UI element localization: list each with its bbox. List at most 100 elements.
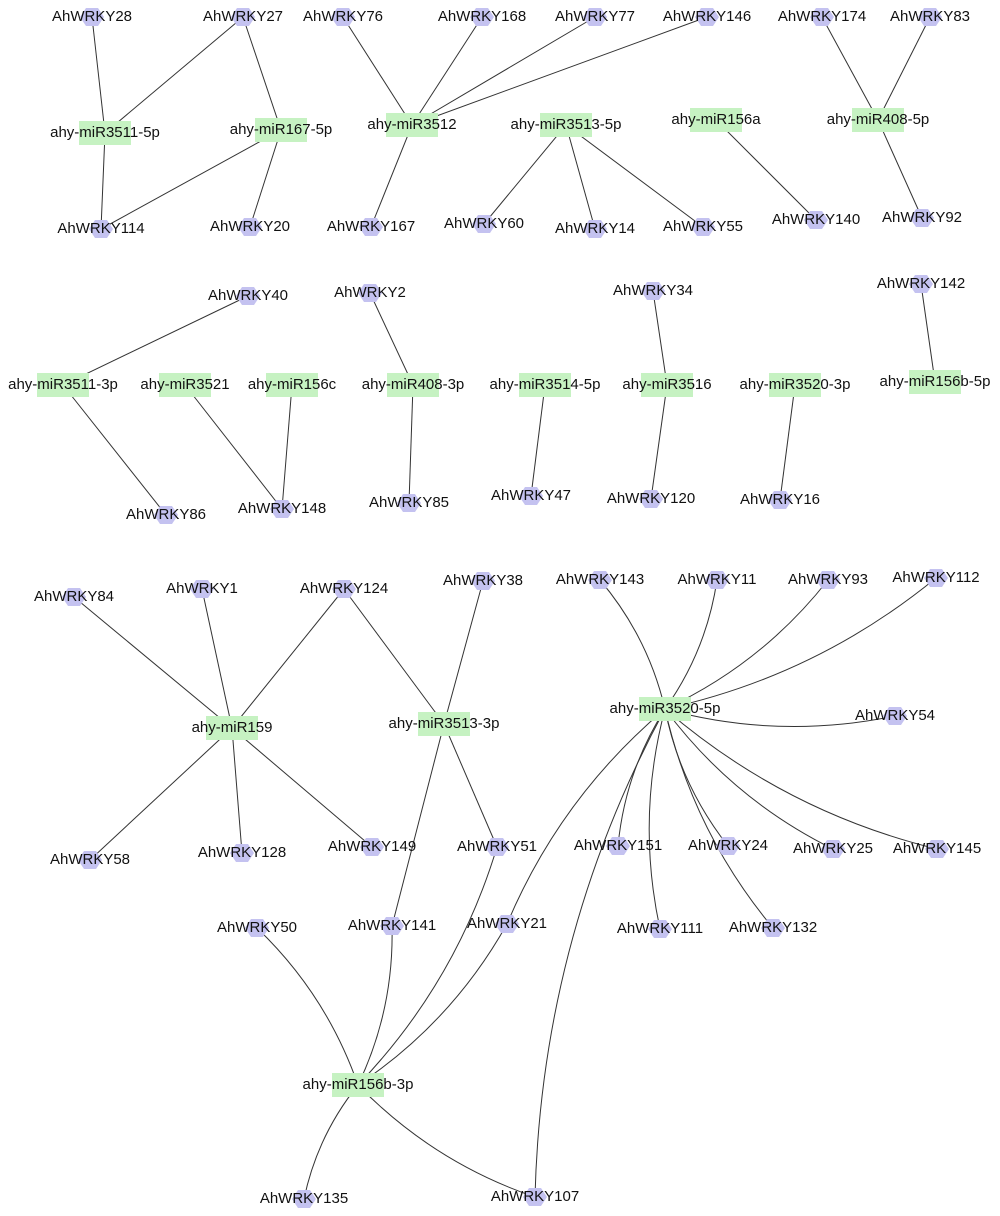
node-label: AhWRKY135 bbox=[259, 1190, 349, 1207]
mirna-box bbox=[159, 373, 211, 397]
node-label: AhWRKY11 bbox=[677, 571, 757, 588]
mirna-box bbox=[386, 113, 438, 137]
edge-m159-w58 bbox=[89, 727, 233, 861]
hexagon-icon bbox=[716, 837, 740, 855]
edge-m156b_3p-w21 bbox=[357, 923, 508, 1086]
edge-m3520_3p-w16 bbox=[779, 384, 796, 501]
node-label: AhWRKY174 bbox=[777, 8, 867, 25]
hexagon-icon bbox=[331, 8, 355, 26]
node-label: AhWRKY146 bbox=[662, 8, 752, 25]
node-label: AhWRKY58 bbox=[49, 851, 131, 868]
node-label: AhWRKY142 bbox=[876, 275, 966, 292]
edge-m3512-w76 bbox=[342, 16, 413, 126]
node-label: ahy-miR408-5p bbox=[826, 111, 930, 128]
edge-m159-w1 bbox=[201, 588, 233, 729]
hexagon-icon bbox=[705, 571, 729, 589]
edge-m408_3p-w2 bbox=[369, 292, 414, 386]
node-label: AhWRKY120 bbox=[606, 490, 696, 507]
hexagon-icon bbox=[909, 275, 933, 293]
node-label: ahy-miR3513-5p bbox=[510, 116, 622, 133]
edge-m156b_3p-w141 bbox=[357, 925, 393, 1086]
node-label: AhWRKY112 bbox=[892, 569, 980, 586]
hexagon-icon bbox=[588, 571, 612, 589]
hexagon-icon bbox=[470, 8, 494, 26]
node-label: AhWRKY148 bbox=[237, 500, 327, 517]
hexagon-icon bbox=[606, 837, 630, 855]
edge-m3513_3p-w141 bbox=[391, 723, 445, 927]
mirna-box bbox=[206, 716, 258, 740]
edge-m3520_5p-w107 bbox=[534, 708, 666, 1198]
node-label: AhWRKY51 bbox=[456, 838, 538, 855]
node-label: AhWRKY141 bbox=[347, 917, 437, 934]
hexagon-icon bbox=[471, 572, 495, 590]
edge-m3520_5p-w24 bbox=[664, 708, 729, 847]
edge-m3520_5p-w151 bbox=[617, 708, 666, 847]
edge-m408_5p-w174 bbox=[821, 16, 879, 121]
node-label: ahy-miR3513-3p bbox=[388, 715, 500, 732]
edge-m3520_5p-w132 bbox=[664, 708, 774, 929]
edge-m3511_3p-w86 bbox=[62, 384, 167, 516]
hexagon-icon bbox=[761, 919, 785, 937]
edge-m408_5p-w83 bbox=[877, 16, 931, 121]
node-label: AhWRKY145 bbox=[892, 840, 982, 857]
mirna-box bbox=[690, 108, 742, 132]
node-label: AhWRKY151 bbox=[573, 837, 663, 854]
node-label: AhWRKY77 bbox=[554, 8, 636, 25]
node-label: AhWRKY28 bbox=[51, 8, 133, 25]
edge-m3520_5p-w145 bbox=[664, 708, 938, 850]
hexagon-icon bbox=[648, 920, 672, 938]
hexagon-icon bbox=[190, 580, 214, 598]
edge-m159-w128 bbox=[231, 727, 243, 854]
node-label: AhWRKY93 bbox=[787, 571, 869, 588]
node-label: AhWRKY149 bbox=[327, 838, 417, 855]
edge-m159-w149 bbox=[231, 727, 373, 848]
node-label: AhWRKY1 bbox=[166, 580, 238, 597]
edge-m159-w84 bbox=[73, 596, 233, 729]
edge-m3520_5p-w111 bbox=[648, 708, 666, 930]
node-label: AhWRKY86 bbox=[125, 506, 207, 523]
edge-m3511_5p-w27 bbox=[104, 16, 244, 134]
edge-m3513_5p-w60 bbox=[483, 124, 567, 225]
hexagon-icon bbox=[495, 915, 519, 933]
mirna-box bbox=[641, 373, 693, 397]
mirna-box bbox=[852, 108, 904, 132]
edge-m156a-w140 bbox=[715, 119, 817, 221]
node-label: AhWRKY25 bbox=[792, 840, 874, 857]
hexagon-icon bbox=[810, 8, 834, 26]
node-label: AhWRKY85 bbox=[368, 494, 450, 511]
node-label: ahy-miR3512 bbox=[367, 116, 457, 133]
node-label: AhWRKY47 bbox=[490, 487, 572, 504]
edge-m3514_5p-w47 bbox=[530, 384, 546, 497]
node-label: AhWRKY38 bbox=[442, 572, 524, 589]
hexagon-icon bbox=[78, 851, 102, 869]
edge-m3513_3p-w124 bbox=[343, 588, 445, 725]
node-label: AhWRKY27 bbox=[202, 8, 284, 25]
mirna-box bbox=[418, 712, 470, 736]
node-label: AhWRKY83 bbox=[889, 8, 971, 25]
edge-m3512-w168 bbox=[411, 16, 483, 126]
edge-m3511_5p-w28 bbox=[91, 16, 106, 134]
hexagon-icon bbox=[523, 1188, 547, 1206]
hexagon-icon bbox=[639, 490, 663, 508]
hexagon-icon bbox=[925, 840, 949, 858]
node-label: AhWRKY20 bbox=[209, 218, 291, 235]
node-label: AhWRKY54 bbox=[854, 707, 936, 724]
node-label: ahy-miR156b-3p bbox=[302, 1076, 414, 1093]
hexagon-icon bbox=[358, 284, 382, 302]
hexagon-icon bbox=[583, 220, 607, 238]
hexagon-icon bbox=[910, 209, 934, 227]
edge-m3512-w167 bbox=[370, 124, 413, 228]
hexagon-icon bbox=[397, 494, 421, 512]
node-label: ahy-miR167-5p bbox=[229, 121, 333, 138]
hexagon-icon bbox=[62, 588, 86, 606]
hexagon-icon bbox=[80, 8, 104, 26]
edge-m156b_3p-w107 bbox=[357, 1084, 536, 1198]
edge-m3520_5p-w143 bbox=[599, 579, 666, 710]
node-label: AhWRKY92 bbox=[881, 209, 963, 226]
edge-m3513_3p-w38 bbox=[443, 580, 484, 725]
edge-m408_3p-w85 bbox=[408, 384, 414, 504]
node-label: ahy-miR156a bbox=[671, 111, 761, 128]
edge-m167_5p-w27 bbox=[242, 16, 282, 131]
hexagon-icon bbox=[583, 8, 607, 26]
mirna-box bbox=[769, 373, 821, 397]
